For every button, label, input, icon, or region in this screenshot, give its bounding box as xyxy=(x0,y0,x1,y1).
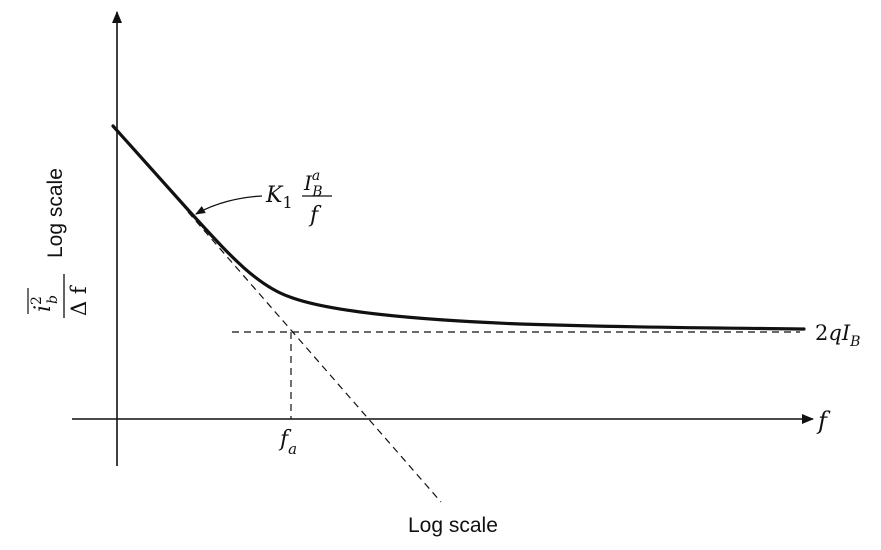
svg-text:i2b: i2b xyxy=(29,295,61,312)
corner-frequency-sub: a xyxy=(288,440,297,458)
shot-noise-q: q xyxy=(828,321,841,345)
svg-text:IaB: IaB xyxy=(303,168,323,200)
shot-noise-I: I xyxy=(841,321,851,345)
shot-noise-prefix: 2 xyxy=(815,321,828,345)
x-axis-variable-label: f xyxy=(816,407,831,435)
flicker-numerator-sub: B xyxy=(311,184,322,200)
svg-text:K1: K1 xyxy=(265,183,293,212)
y-axis-label: i2b Δ f Log scale xyxy=(27,168,91,318)
total-noise-curve xyxy=(111,124,806,331)
shot-noise-I-sub: B xyxy=(849,334,860,350)
y-label-numerator-base: i xyxy=(31,305,56,312)
annotation-pointer-arrow xyxy=(195,195,263,215)
x-axis-scale-note: Log scale xyxy=(408,514,498,537)
flicker-coefficient: K xyxy=(265,183,284,208)
y-axis-scale-note: Log scale xyxy=(44,168,67,258)
flicker-noise-asymptote xyxy=(187,211,442,503)
y-label-denominator: Δ f xyxy=(67,284,91,316)
corner-frequency-label: fa xyxy=(278,427,297,458)
flicker-numerator-sup: a xyxy=(312,168,320,184)
shot-noise-label: 2qIB xyxy=(815,321,860,350)
flicker-denominator: f xyxy=(308,203,322,228)
flicker-numerator-base: I xyxy=(303,171,313,195)
flicker-coefficient-sub: 1 xyxy=(282,193,292,212)
y-label-numerator-sub: b xyxy=(45,295,61,304)
y-label-numerator-sup: 2 xyxy=(29,296,45,305)
